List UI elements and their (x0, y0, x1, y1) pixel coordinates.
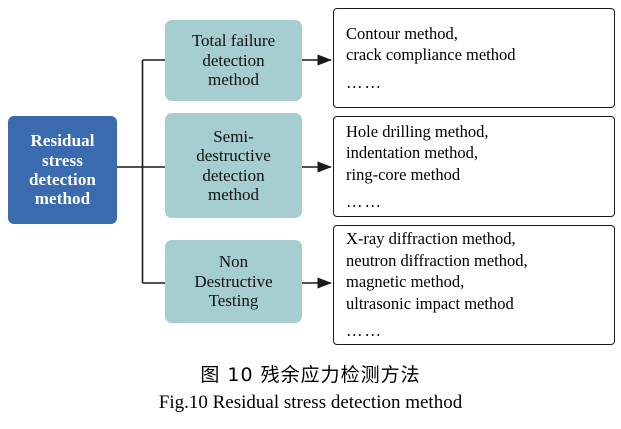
method-item: indentation method, (346, 143, 478, 163)
ellipsis: …… (346, 72, 383, 92)
node-methods-non-destructive[interactable]: X-ray diffraction method, neutron diffra… (333, 225, 615, 345)
ellipsis: …… (346, 191, 383, 211)
methods-list-3: X-ray diffraction method, neutron diffra… (346, 228, 614, 341)
method-item: neutron diffraction method, (346, 250, 528, 270)
node-methods-total-failure[interactable]: Contour method, crack compliance method … (333, 8, 615, 108)
method-item: Contour method, (346, 23, 458, 43)
method-item: crack compliance method (346, 45, 516, 65)
ellipsis: …… (346, 321, 383, 341)
figure-caption-chinese: 图 10 残余应力检测方法 (200, 364, 421, 386)
method-item: magnetic method, (346, 272, 465, 292)
method-item: Hole drilling method, (346, 121, 489, 141)
method-item: X-ray diffraction method, (346, 229, 516, 249)
methods-list-1: Contour method, crack compliance method … (346, 23, 614, 93)
figure-caption-english: Fig.10 Residual stress detection method (158, 392, 463, 413)
node-methods-semi-destructive[interactable]: Hole drilling method, indentation method… (333, 116, 615, 217)
method-item: ring-core method (346, 164, 461, 184)
methods-list-2: Hole drilling method, indentation method… (346, 121, 614, 213)
method-item: ultrasonic impact method (346, 293, 514, 313)
